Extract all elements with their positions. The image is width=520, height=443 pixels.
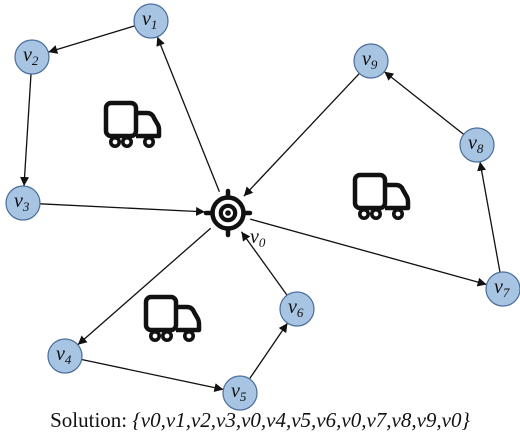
customer-node-v9: v9 bbox=[353, 43, 389, 79]
node-circle bbox=[133, 3, 169, 39]
route-arrow-v8-v9 bbox=[383, 71, 465, 135]
solution-sequence: {v0,v1,v2,v3,v0,v4,v5,v6,v0,v7,v8,v9,v0} bbox=[132, 408, 470, 432]
solution-prefix: Solution: bbox=[50, 408, 128, 432]
customer-node-v8: v8 bbox=[459, 127, 495, 163]
node-circle bbox=[459, 127, 495, 163]
node-label: v1 bbox=[142, 8, 157, 32]
route-arrow-v0-v4 bbox=[77, 227, 212, 346]
route-arrow-v0-v1 bbox=[156, 36, 221, 192]
node-label: v8 bbox=[468, 132, 484, 156]
customer-node-v5: v5 bbox=[222, 375, 258, 411]
route-arrow-v1-v2 bbox=[48, 25, 135, 54]
route-arrow-v2-v3 bbox=[20, 73, 32, 187]
node-circle bbox=[222, 375, 258, 411]
node-label: v5 bbox=[231, 380, 247, 404]
solution-caption: Solution: {v0,v1,v2,v3,v0,v4,v5,v6,v0,v7… bbox=[0, 408, 520, 433]
node-circle bbox=[14, 39, 50, 75]
node-label: v4 bbox=[56, 343, 72, 367]
customer-node-v1: v1 bbox=[133, 3, 169, 39]
customer-node-v6: v6 bbox=[279, 291, 315, 327]
route-arrow-v4-v5 bbox=[81, 358, 224, 393]
node-label: v2 bbox=[23, 44, 39, 68]
node-circle bbox=[47, 338, 83, 374]
node-circle bbox=[5, 185, 41, 221]
route-arrow-v6-v0 bbox=[240, 231, 288, 296]
node-circle bbox=[485, 271, 520, 307]
truck-icon bbox=[146, 297, 199, 340]
customer-nodes: v1 v2 v3 v4 v5 v6 v7 v8 v9 bbox=[5, 3, 520, 411]
node-label: v6 bbox=[288, 296, 304, 320]
truck-icon bbox=[106, 103, 159, 146]
edges-layer bbox=[20, 25, 501, 393]
customer-node-v2: v2 bbox=[14, 39, 50, 75]
customer-node-v3: v3 bbox=[5, 185, 41, 221]
route-arrow-v0-v7 bbox=[250, 218, 487, 287]
route-arrow-v9-v0 bbox=[243, 72, 360, 197]
node-label: v9 bbox=[362, 48, 378, 72]
depot-target-icon bbox=[203, 188, 253, 238]
route-arrow-v5-v6 bbox=[248, 322, 289, 380]
route-arrow-v3-v0 bbox=[39, 203, 206, 216]
node-label: v7 bbox=[494, 276, 510, 300]
customer-node-v7: v7 bbox=[485, 271, 520, 307]
node-label: v3 bbox=[14, 190, 30, 214]
depot-label: v0 bbox=[250, 226, 266, 250]
node-circle bbox=[279, 291, 315, 327]
customer-node-v4: v4 bbox=[47, 338, 83, 374]
truck-icon bbox=[355, 175, 408, 218]
node-circle bbox=[353, 43, 389, 79]
route-arrow-v7-v8 bbox=[477, 161, 501, 273]
